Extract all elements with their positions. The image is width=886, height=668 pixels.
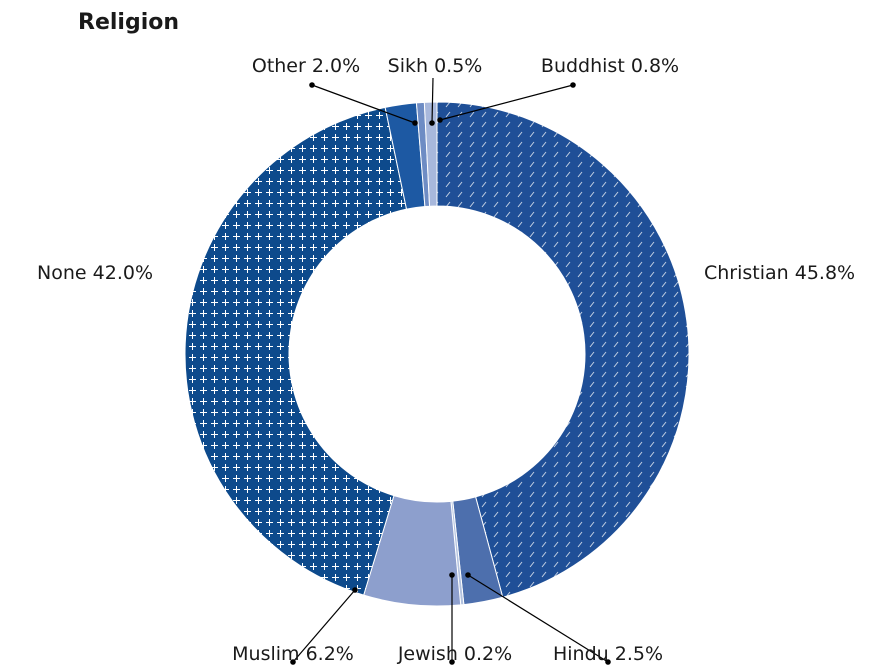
slice-label-jewish: Jewish 0.2% (397, 643, 512, 665)
leader-dot-inner-hindu (465, 572, 471, 578)
leader-dot-outer-other (309, 82, 315, 88)
leader-line-buddhist (439, 84, 574, 121)
leader-dot-inner-sikh (429, 120, 435, 126)
leader-dot-outer-hindu (605, 659, 611, 665)
slice-label-buddhist: Buddhist 0.8% (541, 55, 679, 77)
leaders-layer (290, 77, 611, 665)
slices-layer (184, 101, 690, 607)
leader-line-other (311, 84, 416, 124)
labels-layer: Christian 45.8% Hindu 2.5% Jewish 0.2% Musl… (37, 55, 855, 665)
leader-line-sikh (431, 77, 434, 124)
slice-christian (436, 101, 690, 598)
leader-dot-inner-muslim (352, 587, 358, 593)
leader-dot-inner-jewish (449, 572, 455, 578)
leader-dot-outer-muslim (290, 659, 296, 665)
slice-buddhist (423, 101, 438, 207)
slice-label-other: Other 2.0% (252, 55, 360, 77)
slice-none (184, 106, 408, 596)
slice-label-muslim: Muslim 6.2% (232, 643, 354, 665)
slice-label-sikh: Sikh 0.5% (388, 55, 483, 77)
slice-label-hindu: Hindu 2.5% (553, 643, 663, 665)
leader-line-hindu (467, 574, 609, 663)
leader-dot-inner-other (412, 120, 418, 126)
leader-dot-outer-jewish (449, 659, 455, 665)
leader-dot-inner-buddhist (437, 117, 443, 123)
leader-dot-outer-buddhist (570, 82, 576, 88)
chart-title: Religion (78, 10, 180, 35)
leader-line-muslim (292, 589, 356, 663)
slice-label-christian: Christian 45.8% (704, 262, 855, 284)
slice-label-none: None 42.0% (37, 262, 153, 284)
